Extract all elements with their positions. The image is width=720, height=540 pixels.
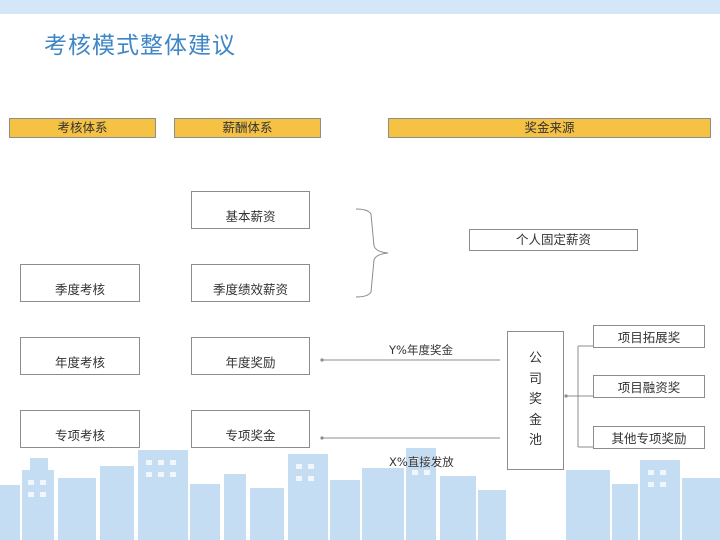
- label-annual-bonus-percent: Y%年度奖金: [389, 343, 453, 357]
- arrow-dot-icon: [564, 394, 568, 398]
- city-skyline-decoration: [0, 448, 720, 540]
- box-special-bonus: 专项奖金: [191, 410, 310, 448]
- box-base-salary: 基本薪资: [191, 191, 310, 229]
- box-special-assessment: 专项考核: [20, 410, 140, 448]
- box-quarterly-assessment: 季度考核: [20, 264, 140, 302]
- header-pay-system: 薪酬体系: [174, 118, 321, 138]
- box-quarterly-performance-pay: 季度绩效薪资: [191, 264, 310, 302]
- box-annual-bonus: 年度奖励: [191, 337, 310, 375]
- arrow-dot-icon: [320, 436, 324, 440]
- box-other-special-award: 其他专项奖励: [593, 426, 705, 449]
- box-project-financing-award: 项目融资奖: [593, 375, 705, 398]
- brace-icon: [355, 208, 389, 298]
- header-bonus-source: 奖金来源: [388, 118, 711, 138]
- box-individual-fixed-salary: 个人固定薪资: [469, 229, 638, 251]
- box-project-expansion-award: 项目拓展奖: [593, 325, 705, 348]
- header-assessment-system: 考核体系: [9, 118, 156, 138]
- label-special-direct-payout: X%直接发放: [389, 455, 454, 469]
- box-annual-assessment: 年度考核: [20, 337, 140, 375]
- bonus-pool-label: 公司奖金池: [528, 351, 542, 449]
- top-band: [0, 0, 720, 14]
- page-title: 考核模式整体建议: [44, 33, 236, 59]
- arrow-dot-icon: [320, 358, 324, 362]
- box-company-bonus-pool: 公司奖金池: [507, 331, 564, 470]
